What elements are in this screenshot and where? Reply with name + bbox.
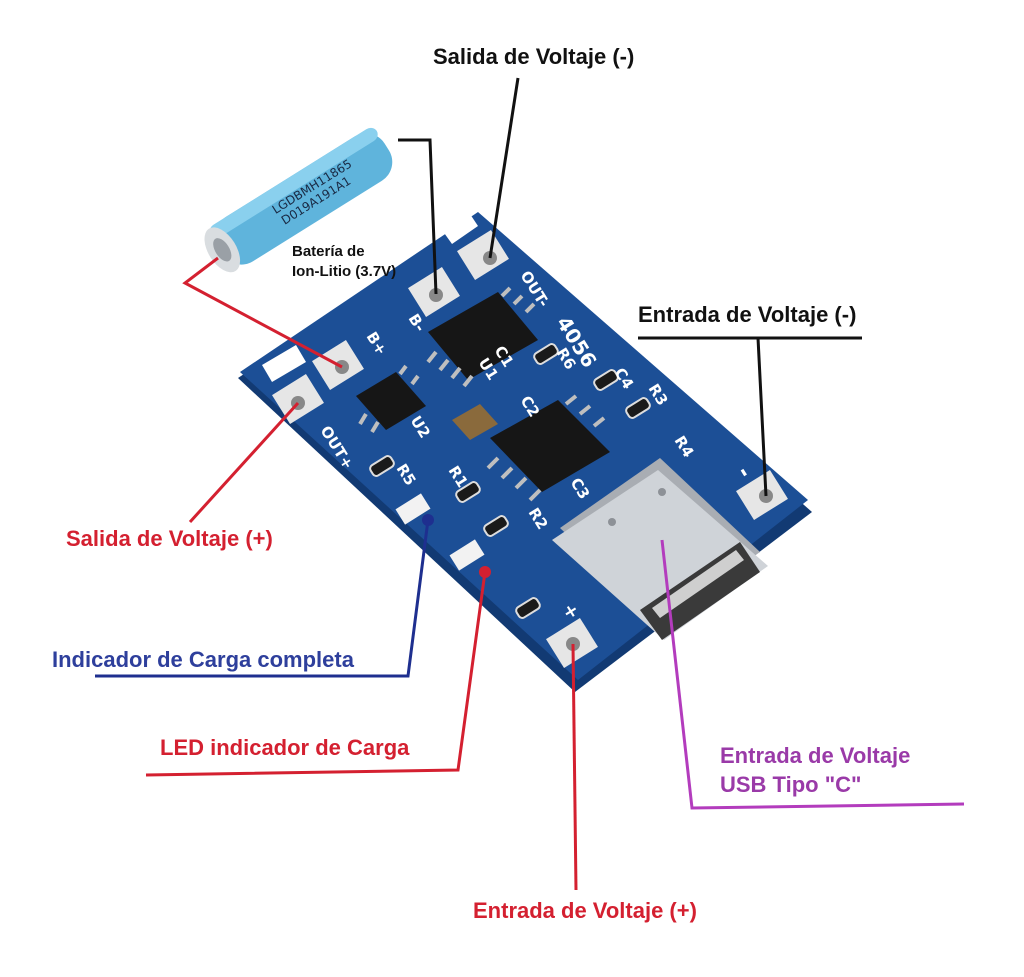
label-in-minus: Entrada de Voltaje (-) bbox=[638, 302, 857, 327]
label-out-plus: Salida de Voltaje (+) bbox=[66, 526, 273, 551]
line-out-plus bbox=[188, 401, 300, 524]
label-out-minus: Salida de Voltaje (-) bbox=[433, 44, 635, 69]
label-usb-line1: Entrada de Voltaje bbox=[720, 743, 911, 768]
line-usb bbox=[660, 539, 965, 810]
line-battery-plus bbox=[182, 256, 343, 369]
chip-u2 bbox=[356, 364, 426, 434]
chip-main bbox=[486, 394, 610, 502]
label-battery-line2: Ion-Litio (3.7V) bbox=[292, 263, 397, 280]
line-in-minus bbox=[638, 336, 862, 497]
line-battery-minus bbox=[398, 138, 438, 295]
leader-lines bbox=[95, 77, 965, 891]
label-full-charge: Indicador de Carga completa bbox=[52, 647, 354, 672]
pad-b-minus bbox=[408, 266, 460, 318]
chip-u1 bbox=[426, 286, 538, 388]
leds bbox=[395, 493, 491, 578]
line-charge-led bbox=[145, 571, 487, 777]
label-charge-led: LED indicador de Carga bbox=[160, 735, 410, 760]
smd-components bbox=[369, 343, 651, 619]
label-in-plus: Entrada de Voltaje (+) bbox=[473, 898, 697, 923]
line-out-minus bbox=[488, 77, 520, 259]
line-full-charge bbox=[95, 519, 430, 678]
line-in-plus bbox=[571, 643, 578, 891]
label-usb-line2: USB Tipo "C" bbox=[720, 772, 862, 797]
inductor bbox=[452, 404, 498, 440]
label-battery-line1: Batería de bbox=[292, 243, 365, 260]
usb-c-connector bbox=[552, 458, 768, 640]
chips bbox=[356, 286, 610, 502]
